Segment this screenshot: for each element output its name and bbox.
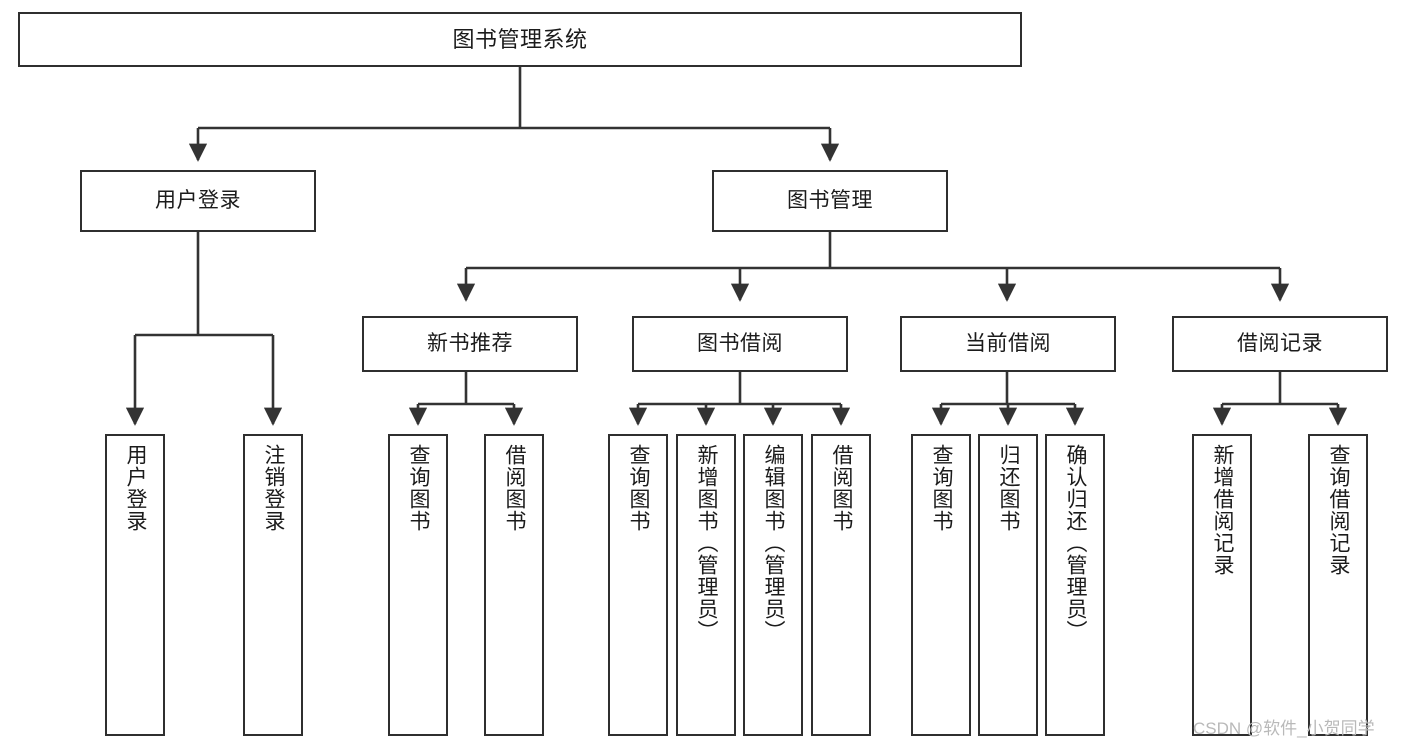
node-label: 查询借阅记录 bbox=[1327, 444, 1351, 576]
node-label: 新增借阅记录 bbox=[1211, 444, 1235, 576]
leaf-user-login-signout[interactable]: 注销登录 bbox=[243, 434, 303, 736]
node-label: 编辑图书（管理员） bbox=[762, 444, 786, 642]
node-label: 查询图书 bbox=[627, 444, 651, 532]
node-label: 图书借阅 bbox=[697, 332, 783, 356]
node-label: 用户登录 bbox=[124, 444, 148, 532]
node-borrowing-record[interactable]: 借阅记录 bbox=[1172, 316, 1388, 372]
node-label: 图书管理系统 bbox=[452, 26, 588, 52]
node-label: 新增图书（管理员） bbox=[695, 444, 719, 642]
node-label: 注销登录 bbox=[262, 444, 286, 532]
node-book-borrowing[interactable]: 图书借阅 bbox=[632, 316, 848, 372]
node-label: 图书管理 bbox=[787, 189, 873, 213]
leaf-new-book-borrow[interactable]: 借阅图书 bbox=[484, 434, 544, 736]
node-label: 查询图书 bbox=[930, 444, 954, 532]
csdn-watermark: CSDN @软件_小贺同学 bbox=[1193, 719, 1375, 738]
node-label: 用户登录 bbox=[155, 189, 241, 213]
leaf-current-borrow-return[interactable]: 归还图书 bbox=[978, 434, 1038, 736]
node-root-library-system[interactable]: 图书管理系统 bbox=[18, 12, 1022, 67]
leaf-current-borrow-query[interactable]: 查询图书 bbox=[911, 434, 971, 736]
node-label: 当前借阅 bbox=[965, 332, 1051, 356]
node-label: 查询图书 bbox=[407, 444, 431, 532]
node-current-borrowing[interactable]: 当前借阅 bbox=[900, 316, 1116, 372]
node-user-login[interactable]: 用户登录 bbox=[80, 170, 316, 232]
node-book-management[interactable]: 图书管理 bbox=[712, 170, 948, 232]
node-label: 确认归还（管理员） bbox=[1064, 444, 1088, 642]
leaf-borrow-record-add[interactable]: 新增借阅记录 bbox=[1192, 434, 1252, 736]
node-label: 借阅图书 bbox=[503, 444, 527, 532]
node-new-book-recommendation[interactable]: 新书推荐 bbox=[362, 316, 578, 372]
leaf-book-borrow-edit-admin[interactable]: 编辑图书（管理员） bbox=[743, 434, 803, 736]
leaf-book-borrow-add-admin[interactable]: 新增图书（管理员） bbox=[676, 434, 736, 736]
node-label: 归还图书 bbox=[997, 444, 1021, 532]
node-label: 借阅图书 bbox=[830, 444, 854, 532]
leaf-book-borrow-borrow[interactable]: 借阅图书 bbox=[811, 434, 871, 736]
leaf-book-borrow-query[interactable]: 查询图书 bbox=[608, 434, 668, 736]
leaf-borrow-record-query[interactable]: 查询借阅记录 bbox=[1308, 434, 1368, 736]
leaf-current-borrow-confirm-admin[interactable]: 确认归还（管理员） bbox=[1045, 434, 1105, 736]
node-label: 借阅记录 bbox=[1237, 332, 1323, 356]
node-label: 新书推荐 bbox=[427, 332, 513, 356]
leaf-user-login-signin[interactable]: 用户登录 bbox=[105, 434, 165, 736]
leaf-new-book-query[interactable]: 查询图书 bbox=[388, 434, 448, 736]
